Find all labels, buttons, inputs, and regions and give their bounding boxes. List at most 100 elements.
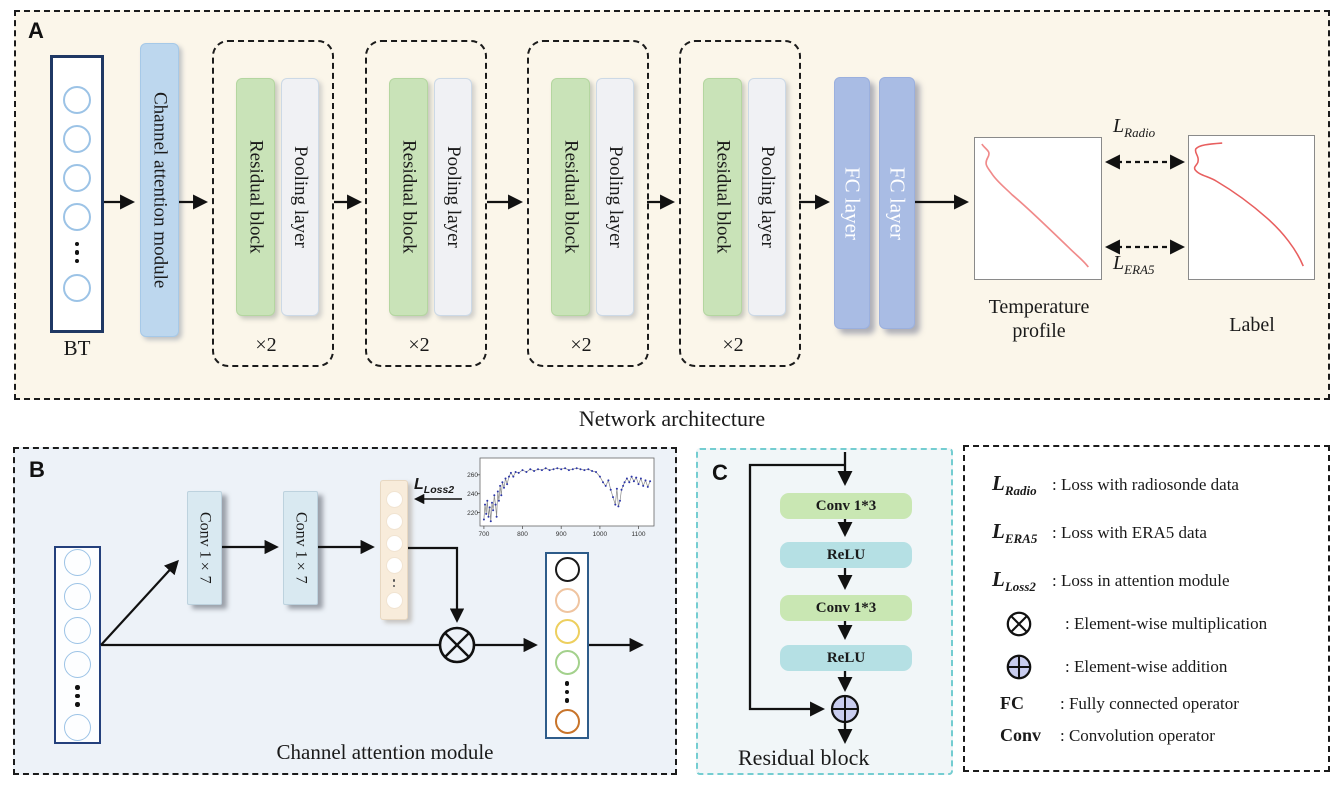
- conv-symbol: Conv: [1000, 725, 1042, 745]
- neuron-circle: [64, 549, 91, 577]
- legend-row-addition: : Element-wise addition: [992, 653, 1320, 681]
- residual-block: Residual block: [703, 78, 742, 316]
- fc-symbol: FC: [1000, 693, 1024, 713]
- weight-circle: [385, 557, 403, 574]
- conv-1x7-block-2: Conv 1×7: [283, 491, 318, 605]
- conv-1x3-block-2: Conv 1*3: [780, 595, 912, 621]
- panel-c-label: C: [712, 460, 728, 485]
- relu-block-1: ReLU: [780, 542, 912, 568]
- neuron-circle: [63, 124, 91, 153]
- label-curve: [1193, 142, 1304, 267]
- pooling-layer: Pooling layer: [281, 78, 319, 316]
- legend-desc: : Loss in attention module: [1052, 571, 1230, 591]
- legend-row-multiplication: : Element-wise multiplication: [992, 610, 1320, 638]
- legend-row-fc: FC : Fully connected operator: [992, 693, 1320, 714]
- spectrum-series: [482, 467, 652, 523]
- conv-1x3-block-1: Conv 1*3: [780, 493, 912, 519]
- y-tick: 220: [467, 510, 478, 517]
- output-circle-orange: [554, 708, 580, 734]
- legend-row-loss2: LLoss2 : Loss in attention module: [992, 567, 1320, 595]
- res-pool-group-4: Residual block Pooling layer ×2: [679, 40, 801, 367]
- panel-a-network-architecture: A BT Channel attention module Residual b…: [14, 10, 1330, 400]
- ellipsis-dots-icon: [75, 685, 80, 707]
- ellipsis-dots-icon: [74, 241, 80, 264]
- output-circle-peach: [554, 588, 580, 614]
- legend-row-loss-era5: LERA5 : Loss with ERA5 data: [992, 519, 1320, 547]
- legend-row-loss-radio: LRadio : Loss with radiosonde data: [992, 471, 1320, 499]
- pooling-layer: Pooling layer: [748, 78, 786, 316]
- legend-desc: : Element-wise multiplication: [1065, 614, 1268, 633]
- neuron-circle: [63, 163, 91, 192]
- temperature-profile-caption: Temperature profile: [988, 296, 1090, 342]
- residual-block: Residual block: [236, 78, 275, 316]
- output-vector: [545, 552, 589, 739]
- weight-circle: [385, 491, 403, 508]
- legend-desc: : Loss with radiosonde data: [1052, 475, 1239, 495]
- neuron-circle: [63, 85, 91, 114]
- bt-input-vector: [50, 55, 104, 333]
- pooling-layer: Pooling layer: [434, 78, 472, 316]
- residual-block: Residual block: [551, 78, 590, 316]
- neuron-circle: [64, 651, 91, 679]
- network-architecture-caption: Network architecture: [578, 406, 766, 431]
- legend-row-conv: Conv : Convolution operator: [992, 725, 1320, 746]
- weight-circle: [385, 535, 403, 552]
- spectrum-plot: 260 240 220 700 800 900 1000 1100: [467, 457, 655, 538]
- neuron-circle: [64, 617, 91, 645]
- neuron-circle: [64, 583, 91, 611]
- element-wise-addition-icon: [1006, 654, 1032, 680]
- conv-1x7-block-1: Conv 1×7: [187, 491, 222, 605]
- group-multiplier: ×2: [255, 334, 277, 356]
- legend-desc: : Loss with ERA5 data: [1052, 523, 1207, 543]
- panel-b-channel-attention: B Conv 1×7 Conv 1×7 LLoss2: [13, 447, 677, 775]
- loss-era5-symbol: LERA5: [992, 519, 1038, 547]
- x-tick: 1100: [632, 531, 646, 538]
- legend-desc: : Fully connected operator: [1060, 693, 1239, 713]
- loss-radio-label: LRadio: [1113, 115, 1156, 140]
- loss2-symbol: LLoss2: [992, 567, 1036, 595]
- y-tick: 260: [467, 472, 478, 479]
- fc-layer-1: FC layer: [834, 77, 870, 329]
- loss2-label: LLoss2: [414, 476, 455, 497]
- element-wise-multiplication-icon: [1006, 611, 1032, 637]
- loss-era5-label: LERA5: [1113, 252, 1155, 277]
- panel-a-label: A: [28, 18, 44, 43]
- group-multiplier: ×2: [722, 334, 744, 356]
- neuron-circle: [64, 713, 91, 741]
- x-tick: 1000: [593, 531, 608, 538]
- x-tick: 700: [478, 531, 489, 538]
- x-tick: 900: [556, 531, 567, 538]
- legend-desc: : Convolution operator: [1060, 725, 1215, 745]
- pooling-layer: Pooling layer: [596, 78, 634, 316]
- legend-panel: LRadio : Loss with radiosonde data LERA5…: [963, 445, 1330, 772]
- attention-weight-vector: [380, 480, 408, 620]
- panel-c-residual-block: C Conv 1*3 ReLU Conv 1*3 ReLU Residual b…: [696, 448, 953, 775]
- bt-label: BT: [63, 336, 91, 360]
- res-pool-group-3: Residual block Pooling layer ×2: [527, 40, 649, 367]
- y-tick: 240: [467, 491, 478, 498]
- group-multiplier: ×2: [408, 334, 430, 356]
- fc-layer-2: FC layer: [879, 77, 915, 329]
- legend-desc: : Element-wise addition: [1065, 657, 1228, 676]
- residual-block: Residual block: [389, 78, 428, 316]
- panel-b-caption: Channel attention module: [276, 740, 494, 764]
- temperature-profile-plot: [974, 137, 1102, 280]
- group-multiplier: ×2: [570, 334, 592, 356]
- output-circle-yellow: [554, 619, 580, 645]
- neuron-circle: [63, 202, 91, 231]
- panel-c-caption: Residual block: [738, 745, 870, 770]
- temperature-profile-curve: [981, 143, 1089, 268]
- loss-radio-symbol: LRadio: [992, 471, 1037, 499]
- weight-circle: [385, 513, 403, 530]
- relu-block-2: ReLU: [780, 645, 912, 671]
- input-vector: [54, 546, 101, 744]
- res-pool-group-2: Residual block Pooling layer ×2: [365, 40, 487, 367]
- label-plot: [1188, 135, 1315, 280]
- channel-attention-module-block: Channel attention module: [140, 43, 179, 337]
- panel-b-label: B: [29, 457, 45, 482]
- x-tick: 800: [517, 531, 528, 538]
- ellipsis-dots-icon: [564, 681, 570, 703]
- output-circle-green: [554, 650, 580, 676]
- ellipsis-dots-icon: [392, 579, 396, 587]
